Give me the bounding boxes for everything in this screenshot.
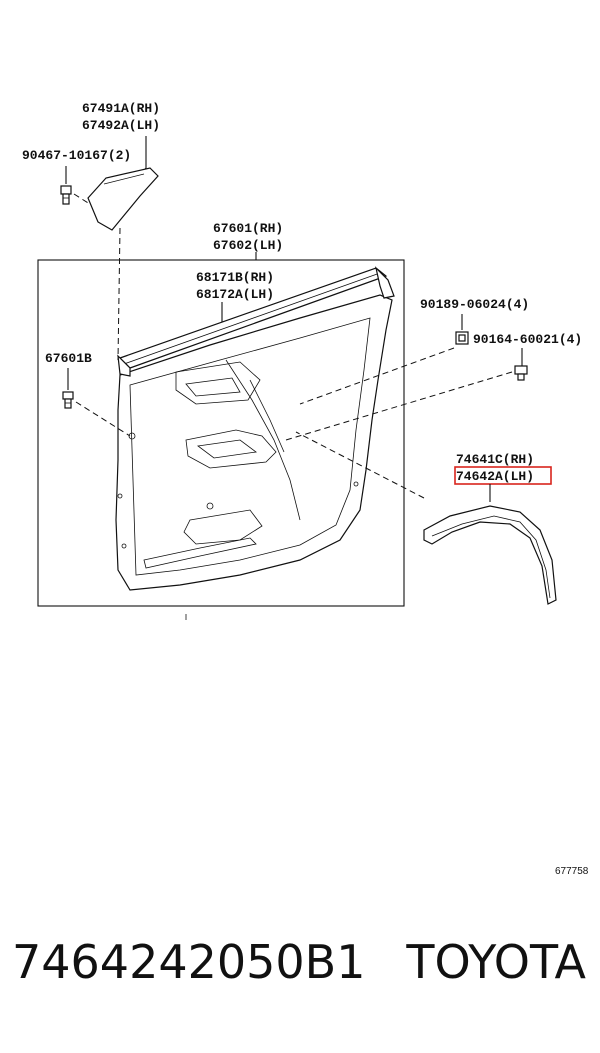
dash-74642A [295,431,425,499]
highlight-74642A [454,466,552,485]
figure-number: 677758 [555,866,589,877]
screw-90467-icon [60,185,72,205]
label-67602: 67602(LH) [213,238,283,253]
door-trim-panel [115,294,393,591]
part-number: 7464242050B1 [12,935,366,989]
label-68172A: 68172A(LH) [196,287,274,302]
armrest-pad-74642A [423,505,557,605]
brand-name: TOYOTA [406,935,586,989]
label-67492A: 67492A(LH) [82,118,160,133]
footer: 7464242050B1 TOYOTA [0,935,600,1015]
trim-piece-67491A [87,167,159,231]
dash-trim-to-panel [117,227,121,361]
label-67491A: 67491A(RH) [82,101,160,116]
label-90164: 90164-60021(4) [473,332,582,347]
label-68171B: 68171B(RH) [196,270,274,285]
nut-90189-icon [455,331,469,345]
clip-67601B-icon [62,391,74,409]
label-67601B: 67601B [45,351,92,366]
dash-67601B [75,401,131,437]
label-67601: 67601(RH) [213,221,283,236]
door-panel-box [37,259,405,607]
label-74642A: 74642A(LH) [456,469,534,484]
label-74641C: 74641C(RH) [456,452,534,467]
label-90189: 90189-06024(4) [420,297,529,312]
screw-90164-icon [514,365,528,381]
label-90467: 90467-10167(2) [22,148,131,163]
dash-90189 [299,347,455,405]
